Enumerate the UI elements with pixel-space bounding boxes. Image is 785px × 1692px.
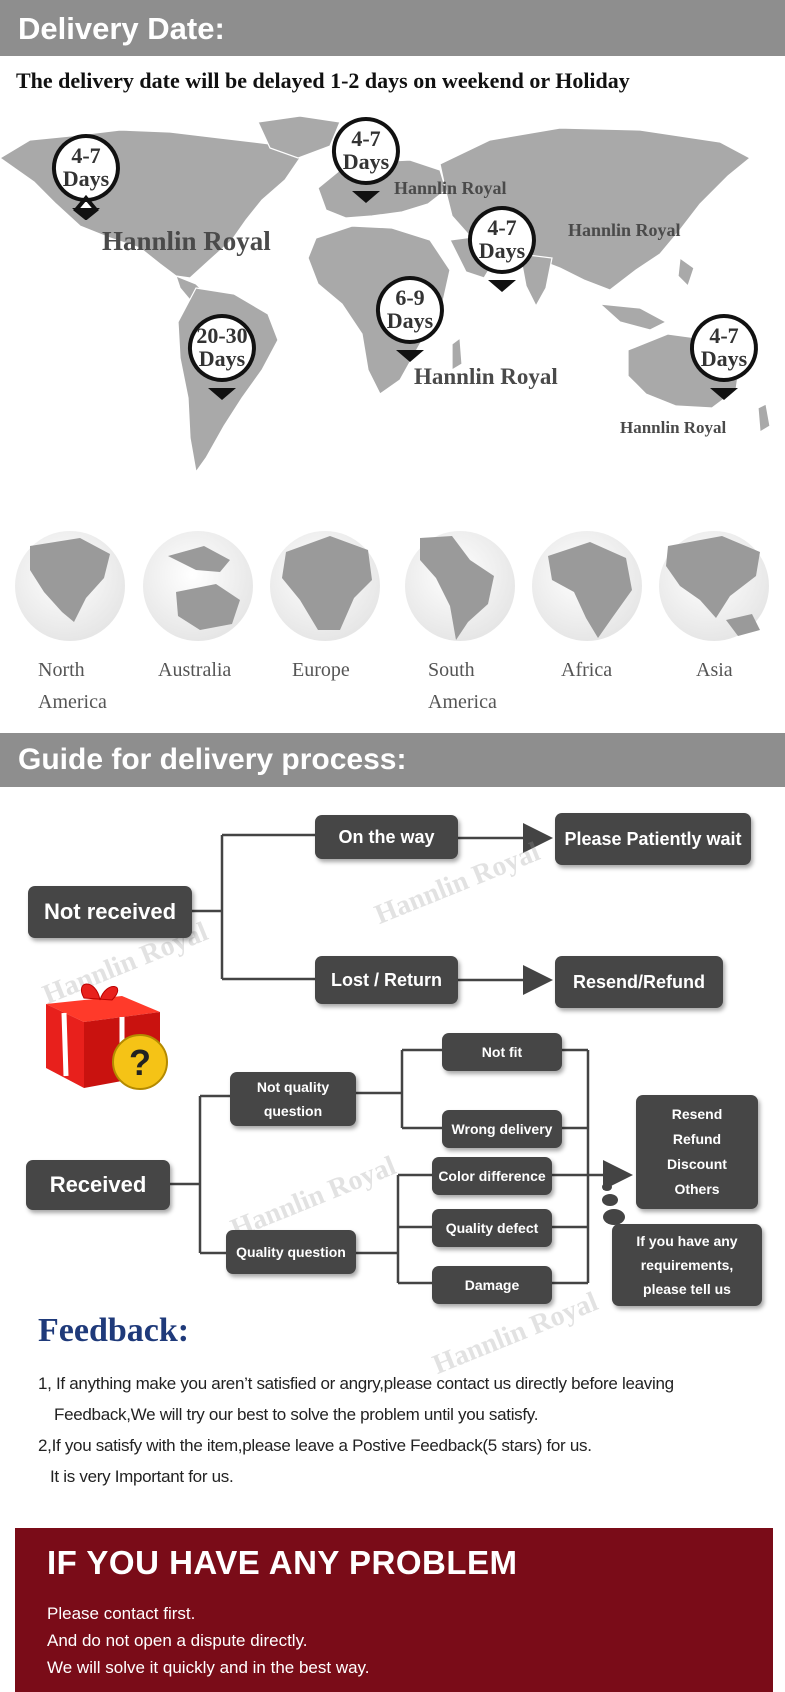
requirements-box: If you have any requirements, please tel…: [612, 1224, 762, 1306]
problem-banner: IF YOU HAVE ANY PROBLEM Please contact f…: [15, 1528, 773, 1692]
problem-title: IF YOU HAVE ANY PROBLEM: [47, 1544, 518, 1581]
delivery-delay-note: The delivery date will be delayed 1-2 da…: [16, 68, 630, 93]
not-received-box: Not received: [28, 886, 192, 938]
color-difference-box: Color difference: [432, 1157, 552, 1195]
delivery-pin-south-america: 20-30 Days: [186, 312, 258, 400]
region-label-asia: Asia: [696, 659, 733, 681]
not-fit-box: Not fit: [442, 1033, 562, 1071]
brand-label-africa: Hannlin Royal: [414, 364, 558, 389]
pin-range: 4-7: [487, 215, 517, 240]
region-label-europe: Europe: [292, 659, 350, 681]
region-label-africa: Africa: [561, 659, 613, 681]
not-quality-question-box: Not quality question: [230, 1072, 356, 1126]
pin-range: 4-7: [71, 143, 101, 168]
pin-range: 6-9: [395, 285, 425, 310]
map-pin-icon: [467, 206, 536, 292]
feedback-line: Feedback,We will try our best to solve t…: [54, 1405, 539, 1424]
resolution-options-box: Resend Refund Discount Others: [636, 1095, 758, 1209]
region-label-australia: Australia: [158, 659, 232, 681]
pin-range: 4-7: [709, 323, 739, 348]
brand-label-asia: Hannlin Royal: [568, 220, 681, 240]
pin-range: 20-30: [196, 323, 248, 348]
wrong-delivery-box: Wrong delivery: [442, 1110, 562, 1148]
globe-south-america-icon: [405, 531, 515, 641]
pin-range: 4-7: [351, 126, 381, 151]
quality-question-box: Quality question: [226, 1230, 356, 1274]
map-pin-icon: [689, 314, 758, 400]
flow-connectors: [170, 823, 633, 1285]
problem-line: And do not open a dispute directly.: [47, 1631, 308, 1650]
please-wait-box: Please Patiently wait: [555, 813, 751, 865]
map-pin-icon: [51, 134, 120, 221]
delivery-date-header: Delivery Date:: [0, 0, 785, 56]
pin-unit: Days: [62, 166, 110, 191]
map-pin-icon: [331, 117, 400, 203]
map-pin-icon: [375, 276, 444, 362]
pin-unit: Days: [478, 238, 526, 263]
guide-header: Guide for delivery process:: [0, 733, 785, 787]
on-the-way-box: On the way: [315, 815, 458, 859]
globe-europe-icon: [270, 531, 380, 641]
pin-unit: Days: [342, 149, 390, 174]
globe-australia-icon: [143, 531, 253, 641]
delivery-pin-middle-east: 4-7 Days: [466, 204, 538, 292]
delivery-pin-africa: 6-9 Days: [374, 274, 446, 362]
quality-defect-box: Quality defect: [432, 1209, 552, 1247]
feedback-line: 2,If you satisfy with the item,please le…: [38, 1436, 592, 1455]
brand-label-north-america: Hannlin Royal: [102, 226, 271, 256]
globe-africa-icon: [532, 531, 642, 641]
brand-label-europe: Hannlin Royal: [394, 178, 507, 198]
delivery-pin-australia: 4-7 Days: [688, 312, 760, 400]
received-box: Received: [26, 1160, 170, 1210]
globe-asia-icon: [659, 531, 769, 641]
globes-row: [15, 531, 769, 641]
pin-unit: Days: [700, 346, 748, 371]
damage-box: Damage: [432, 1266, 552, 1304]
problem-line: Please contact first.: [47, 1604, 196, 1623]
pin-unit: Days: [198, 346, 246, 371]
delivery-pin-north-america: 4-7 Days: [50, 132, 122, 221]
delivery-pin-europe: 4-7 Days: [330, 115, 402, 203]
lost-return-box: Lost / Return: [315, 956, 458, 1004]
map-pin-icon: [187, 314, 256, 400]
feedback-line: It is very Important for us.: [50, 1467, 234, 1486]
resend-refund-box: Resend/Refund: [555, 956, 723, 1008]
brand-label-australia: Hannlin Royal: [620, 418, 727, 437]
globe-north-america-icon: [15, 531, 125, 641]
feedback-line: 1, If anything make you aren’t satisfied…: [38, 1374, 674, 1393]
gift-question-icon: ?: [46, 983, 168, 1090]
pin-unit: Days: [386, 308, 434, 333]
problem-line: We will solve it quickly and in the best…: [47, 1658, 370, 1677]
svg-text:?: ?: [129, 1042, 151, 1083]
feedback-title: Feedback:: [38, 1312, 190, 1349]
